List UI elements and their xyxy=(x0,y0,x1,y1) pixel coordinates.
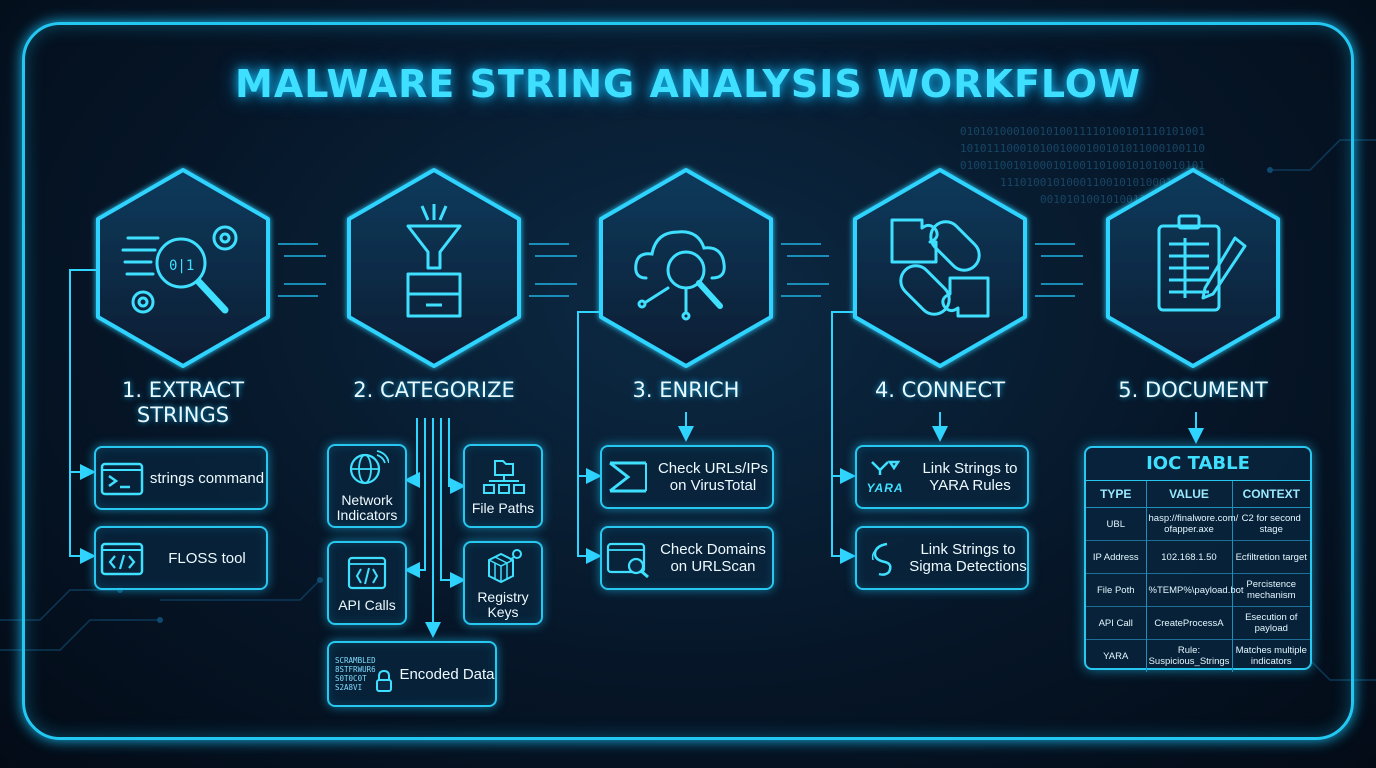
yara-logo: YARA xyxy=(857,460,913,495)
clipboard-pencil-icon xyxy=(1157,214,1247,312)
stage-label-categorize: 2. CATEGORIZE xyxy=(353,378,515,402)
ioc-header-context: CONTEXT xyxy=(1232,481,1310,508)
registry-cube-icon xyxy=(488,549,522,584)
terminal-icon xyxy=(100,462,144,496)
virustotal-icon xyxy=(609,461,647,493)
svg-text:010011001010001010011010010101: 0100110010100010100110100101010010101 xyxy=(960,159,1205,172)
stage1-connectors xyxy=(69,269,96,564)
stage4-connectors xyxy=(831,311,948,564)
api-calls-box[interactable]: API Calls xyxy=(327,541,407,625)
svg-text:010101000100101001111010010111: 0101010001001010011110100101110101001 xyxy=(960,125,1205,138)
sigma-detections-box[interactable]: Link Strings to Sigma Detections xyxy=(855,526,1029,590)
scrambled-text-icon: SCRAMBLED 8STFRWUR6 S0T0C0T S2A8VI xyxy=(335,656,399,692)
funnel-drawer-icon xyxy=(406,204,462,318)
sigma-icon xyxy=(871,542,892,576)
svg-text:0|1: 0|1 xyxy=(169,258,194,274)
ioc-table-title: IOC TABLE xyxy=(1086,448,1310,481)
yara-rules-box[interactable]: YARA Link Strings to YARA Rules xyxy=(855,445,1029,509)
registry-keys-box[interactable]: Registry Keys xyxy=(463,541,543,625)
table-row[interactable]: API Call CreateProcessA Esecution of pay… xyxy=(1086,606,1310,640)
stage-label-connect: 4. CONNECT xyxy=(874,378,1006,402)
outer-frame xyxy=(22,22,1354,740)
table-row[interactable]: File Poth %TEMP%\payload.bot Percistence… xyxy=(1086,573,1310,607)
floss-tool-box[interactable]: FLOSS tool xyxy=(94,526,268,590)
stage2-connectors xyxy=(404,418,466,638)
table-row[interactable]: YARA Rule: Suspicious_Strings Matches mu… xyxy=(1086,639,1310,672)
ioc-header-type: TYPE xyxy=(1086,481,1147,508)
stage3-connectors xyxy=(577,311,694,564)
table-row[interactable]: UBL hasp://finalwore.com/ ofapper.axe C2… xyxy=(1086,507,1310,541)
stage-label-enrich: 3. ENRICH xyxy=(632,378,740,402)
chain-puzzle-icon xyxy=(890,218,990,318)
globe-icon xyxy=(349,450,389,485)
strings-command-box[interactable]: strings command xyxy=(94,446,268,510)
code-window-icon xyxy=(100,542,144,576)
stage-label-document: 5. DOCUMENT xyxy=(1118,378,1268,402)
folder-tree-icon xyxy=(483,459,525,494)
hexagons: 0|1 xyxy=(96,168,1280,368)
yara-logo-icon xyxy=(871,460,901,475)
ioc-table: IOC TABLE TYPE VALUE CONTEXT UBL hasp://… xyxy=(1084,446,1312,672)
api-code-icon xyxy=(347,556,387,589)
encoded-data-box[interactable]: SCRAMBLED 8STFRWUR6 S0T0C0T S2A8VI Encod… xyxy=(327,641,497,707)
lock-icon xyxy=(376,670,392,692)
page-title: MALWARE STRING ANALYSIS WORKFLOW xyxy=(235,62,1141,106)
stage-label-extract: 1. EXTRACT STRINGS xyxy=(121,378,245,427)
table-row[interactable]: IP Address 102.168.1.50 Ecfiltretion tar… xyxy=(1086,540,1310,574)
browser-search-icon xyxy=(606,542,649,578)
ioc-header-value: VALUE xyxy=(1146,481,1233,508)
virustotal-box[interactable]: Check URLs/IPs on VirusTotal xyxy=(600,445,774,509)
cloud-search-icon xyxy=(634,230,726,321)
svg-text:101011100010100100010010101100: 1010111000101001000100101011000100110 xyxy=(960,142,1205,155)
network-indicators-box[interactable]: Network Indicators xyxy=(327,444,407,528)
urlscan-box[interactable]: Check Domains on URLScan xyxy=(600,526,774,590)
file-paths-box[interactable]: File Paths xyxy=(463,444,543,528)
ioc-table-grid: TYPE VALUE CONTEXT UBL hasp://finalwore.… xyxy=(1086,481,1310,672)
speed-lines xyxy=(278,243,1083,297)
magnifier-gear-icon: 0|1 xyxy=(121,225,238,314)
